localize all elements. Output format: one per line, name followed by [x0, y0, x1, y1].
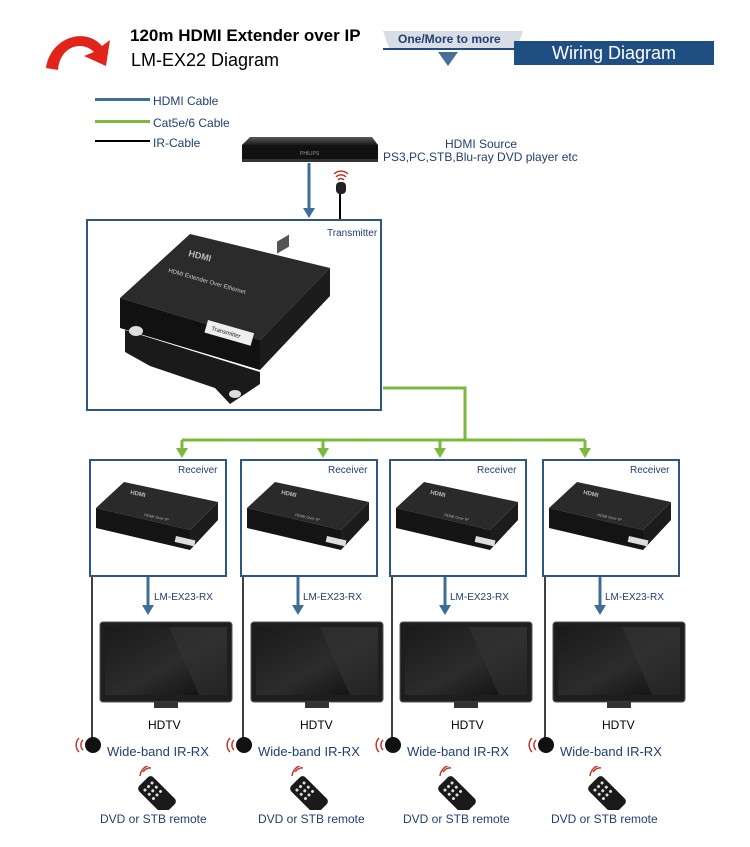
tv-label-1: HDTV: [148, 718, 181, 732]
receiver-logo-text-4: HDMI: [583, 490, 600, 499]
receiver-label-4: Receiver: [630, 465, 670, 476]
tv-label-4: HDTV: [602, 718, 635, 732]
red-curved-arrow-icon: [46, 36, 110, 70]
diagram-title: 120m HDMI Extender over IP: [130, 26, 361, 45]
tv-label-3: HDTV: [451, 718, 484, 732]
ir-rx-label-2: Wide-band IR-RX: [258, 744, 360, 759]
ir-sensor-icon-1: [75, 737, 101, 753]
ir-sensor-icon-3: [375, 737, 401, 753]
receiver-model-2: LM-EX23-RX: [303, 592, 362, 603]
legend-ir-swatch: [95, 140, 150, 142]
remote-label-2: DVD or STB remote: [258, 812, 365, 826]
receiver-model-1: LM-EX23-RX: [154, 592, 213, 603]
ir-rx-label-4: Wide-band IR-RX: [560, 744, 662, 759]
remote-label-1: DVD or STB remote: [100, 812, 207, 826]
receiver-box-1: [89, 459, 227, 577]
receiver-device-text-2: HDMI Over IP: [295, 512, 321, 522]
bluray-player-device: PHILIPS: [242, 137, 378, 162]
transmitter-label: Transmitter: [327, 228, 378, 239]
ir-emitter-icon: [333, 170, 349, 194]
receiver-box-3: [389, 459, 527, 577]
receiver-label-2: Receiver: [328, 465, 368, 476]
remote-label-3: DVD or STB remote: [403, 812, 510, 826]
ir-sensor-icon-2: [226, 737, 252, 753]
receiver-box-4: [542, 459, 680, 577]
receiver-device-text-3: HDMI Over IP: [444, 512, 470, 522]
transmitter-device: HDMI HDMI Extender Over Ethernet Transmi…: [120, 234, 330, 404]
hdtv-4: [552, 621, 686, 708]
receiver-model-3: LM-EX23-RX: [450, 592, 509, 603]
diagram-subtitle: LM-EX22 Diagram: [131, 50, 280, 70]
ir-rx-label-1: Wide-band IR-RX: [107, 744, 209, 759]
receiver-device-2: HDMI HDMI Over IP: [247, 482, 369, 550]
legend-hdmi-label: HDMI Cable: [153, 94, 219, 108]
receiver-label-1: Receiver: [178, 465, 218, 476]
ir-rx-label-3: Wide-band IR-RX: [407, 744, 509, 759]
remote-control-icon-1: [138, 766, 176, 810]
source-subtitle: PS3,PC,STB,Blu-ray DVD player etc: [383, 150, 578, 164]
tv-label-2: HDTV: [300, 718, 333, 732]
banner-title: Wiring Diagram: [514, 41, 714, 65]
remote-label-4: DVD or STB remote: [551, 812, 658, 826]
hdtv-3: [399, 621, 533, 708]
legend-ir-label: IR-Cable: [153, 136, 201, 150]
source-title: HDMI Source: [445, 137, 518, 151]
receiver-model-4: LM-EX23-RX: [605, 592, 664, 603]
receiver-logo-text-3: HDMI: [430, 490, 447, 499]
remote-control-icon-4: [588, 766, 626, 810]
receiver-logo-text-1: HDMI: [130, 490, 147, 499]
receiver-device-text-1: HDMI Over IP: [144, 512, 170, 522]
receiver-device-text-4: HDMI Over IP: [597, 512, 623, 522]
player-brand-text: PHILIPS: [300, 151, 320, 157]
remote-control-icon-3: [438, 766, 476, 810]
receiver-device-4: HDMI HDMI Over IP: [549, 482, 671, 550]
receiver-label-3: Receiver: [477, 465, 517, 476]
ir-sensor-icon-4: [528, 737, 554, 753]
legend-hdmi-swatch: [95, 98, 150, 101]
legend-cat-swatch: [95, 120, 150, 123]
hdtv-2: [250, 621, 384, 708]
banner-subtitle: One/More to more: [398, 32, 501, 46]
receiver-logo-text-2: HDMI: [281, 490, 298, 499]
receiver-device-3: HDMI HDMI Over IP: [396, 482, 518, 550]
remote-control-icon-2: [290, 766, 328, 810]
receiver-box-2: [240, 459, 378, 577]
legend-cat-label: Cat5e/6 Cable: [153, 116, 230, 130]
transmitter-box: [86, 219, 382, 411]
receiver-device-1: HDMI HDMI Over IP: [96, 482, 218, 550]
hdtv-1: [99, 621, 233, 708]
